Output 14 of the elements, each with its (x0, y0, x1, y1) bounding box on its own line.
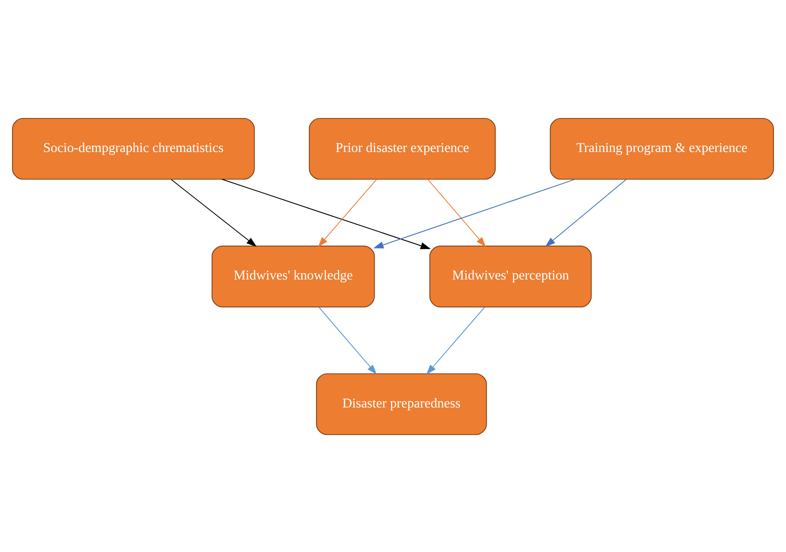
arrow (222, 178, 431, 249)
arrow (170, 178, 257, 246)
arrow (373, 178, 576, 248)
node-box: Socio-dempgraphic chrematistics (12, 117, 255, 180)
arrow (545, 178, 626, 246)
arrow (426, 306, 486, 374)
node-box: Midwives' perception (429, 245, 592, 307)
arrow (428, 178, 486, 246)
node-box: Disaster preparedness (316, 372, 487, 435)
arrow (318, 178, 377, 246)
node-box: Training program & experience (550, 117, 774, 180)
node-box: Midwives' knowledge (212, 245, 375, 307)
node-box: Prior disaster experience (308, 117, 496, 180)
arrow (318, 306, 377, 374)
